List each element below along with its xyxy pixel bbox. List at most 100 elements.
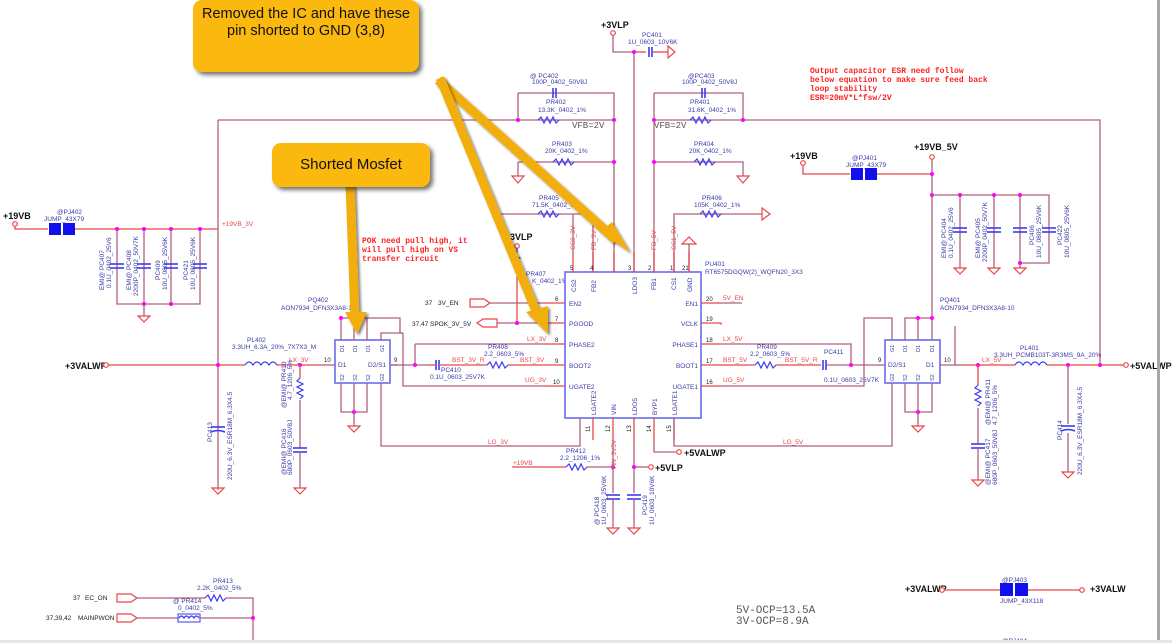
pin-num: 8 [555, 338, 559, 344]
net-lx-5v: LX_5V [723, 336, 743, 343]
pc417-val: 680P_0603_50V8J [992, 430, 999, 485]
net-bst-3v: BST_3V [520, 357, 545, 364]
output-5v: +5VALWP PL401 3.3UH_PCMB103T-3R3MS_9A_20… [955, 345, 1172, 487]
pin-name: PGOOD [569, 321, 594, 328]
esr-note: Output capacitor ESR need follow below e… [810, 67, 988, 103]
pr409-val: 2.2_0603_5% [750, 351, 790, 358]
pq401-val: AON7934_DFN3X3A8-10 [940, 305, 1015, 312]
offpage-connector-3v-en[interactable] [469, 298, 492, 308]
pj401-ref: @PJ401 [852, 155, 877, 162]
net-ref: 37 [425, 300, 433, 307]
pin-name: GND [687, 277, 694, 292]
pin-name: PHASE1 [672, 342, 698, 349]
net-vin: VIN_3V5V [611, 439, 618, 470]
callout-shorted-mosfet: Shorted Mosfet [272, 143, 430, 187]
pr410-ref: @EMI@ PR410 [281, 361, 288, 408]
pc401-val: 1U_0603_10V6K [628, 39, 678, 46]
net-ug-3v: UG_3V [525, 377, 547, 384]
net-ref: 37 [73, 595, 81, 602]
net-ref: 37,47 [412, 321, 429, 328]
offpage-connector-mainpwon[interactable] [116, 613, 139, 623]
rail-label-3valwp: +3VALWP [65, 361, 107, 371]
pin-name: S2 [366, 374, 372, 381]
pr402-ref: PR402 [546, 99, 566, 106]
ocp-note: 5V-OCP=13.5A 3V-OCP=8.9A [736, 605, 816, 628]
rail-label-19vb: +19VB [3, 211, 31, 221]
rail-label-3vlp-mid: 3VLP [510, 232, 533, 242]
mosfet-body[interactable] [334, 339, 391, 384]
pr401-val: 31.6K_0402_1% [688, 107, 736, 114]
mosfet-pq402: PQ402 AON7934_DFN3X3A8-10 D1 D2/S1 10 9 … [281, 297, 581, 447]
pl402-ref: PL402 [247, 337, 266, 344]
rail-label-19vb: +19VB [790, 151, 818, 161]
pin-name: S2 [916, 374, 922, 381]
pq402-ref: PQ402 [308, 297, 329, 304]
pr414-ref: @ PR414 [173, 598, 202, 605]
scrollbar[interactable] [1157, 0, 1160, 643]
pc416-ref: @EMI@ PC416 [281, 428, 288, 475]
pc422-val: 10U_0805_25V6K [1064, 204, 1071, 258]
offpage-connector-ec-on[interactable] [116, 593, 139, 603]
ic-body[interactable] [564, 271, 702, 419]
pr409-ref: PR409 [757, 344, 777, 351]
rail-label-3vlp: +3VLP [601, 20, 629, 30]
pc410-val: 0.1U_0603_25V7K [430, 374, 486, 381]
rail-port[interactable] [1079, 587, 1085, 593]
annotation-arrows [345, 76, 630, 334]
rail-port[interactable] [648, 464, 654, 470]
rail-port[interactable] [103, 362, 109, 368]
rail-port[interactable] [514, 243, 520, 249]
rail-port[interactable] [939, 587, 945, 593]
pin-name: D1 [353, 345, 359, 352]
rail-port[interactable] [800, 160, 806, 166]
pin-num: 10 [324, 358, 331, 364]
net-19vb-3v: +19VB_3V [222, 221, 254, 228]
pc401-ref: PC401 [642, 32, 662, 39]
pc409-ref: PC409 [155, 260, 162, 280]
pin-name: CS1 [671, 277, 678, 290]
net-lx-5v: LX_5V [982, 357, 1002, 364]
pc414-val: 220U_6.3V_ESR18M_6.3X4.5 [1077, 386, 1084, 475]
rail-port[interactable] [12, 221, 18, 227]
pj403-val: JUMP_43X118 [1000, 598, 1044, 605]
pin-num: 3 [628, 266, 632, 272]
rail-label-5valwp: +5VALWP [684, 448, 726, 458]
pq402-val: AON7934_DFN3X3A8-10 [281, 305, 356, 312]
pr407-ref: PR407 [526, 271, 546, 278]
arrow-to-mosfet [345, 184, 367, 334]
pc406-val: 10U_0805_25V6K [1036, 204, 1043, 258]
pin-name: S2 [353, 374, 359, 381]
pin-name: D1 [340, 345, 346, 352]
boot-network-3v: LX_3V BST_3V_R BST_3V PR408 2.2_0603_5% … [390, 333, 547, 387]
pc416-val: 680P_0603_50V8J [287, 420, 294, 475]
rail-port[interactable] [1123, 362, 1129, 368]
pc408-ref: EMI@ PC408 [126, 250, 133, 290]
pin-num: 21 [682, 266, 689, 272]
net-ec-on: EC_ON [85, 595, 108, 602]
rail-port[interactable] [929, 154, 935, 160]
input-19vb-3v: +19VB @PJ402 JUMP_43X79 +19VB_3V EMI@ PC… [3, 209, 254, 323]
pin-name: VCLK [681, 321, 699, 328]
pr403-ref: PR403 [552, 141, 572, 148]
pc408-val: 2200P_0402_50V7K [133, 235, 140, 296]
pc413-ref: PC413 [207, 422, 214, 442]
pin-num: 9 [555, 359, 559, 365]
ic-ref: PU401 [705, 261, 725, 268]
pin-name: G1 [890, 345, 896, 352]
pin-name: FB2 [591, 280, 598, 292]
pr412-ref: PR412 [566, 448, 586, 455]
ec-on-network: 37 EC_ON PR413 2.2K_0402_5% 37,39,42 MAI… [46, 578, 255, 643]
pr408-val: 2.2_0603_5% [484, 351, 524, 358]
pin-num: 20 [706, 297, 713, 303]
pc410-ref: PC410 [441, 367, 461, 374]
rail-port[interactable] [676, 449, 682, 455]
input-19vb-5v: +19VB @PJ401 JUMP_43X79 +19VB_5V EMI@ PC… [790, 142, 1071, 275]
pc418-val: 1U_0603_25V6K [601, 475, 608, 525]
pc421-val: 10U_0805_25V6K [190, 236, 197, 290]
pr407-val: K_0402_1% [532, 278, 568, 285]
pin-name: EN2 [569, 301, 582, 308]
rail-port[interactable] [610, 30, 616, 36]
pc403-val: 100P_0402_50V8J [682, 79, 737, 86]
mosfet-body[interactable] [884, 339, 941, 384]
offpage-connector-spok[interactable] [475, 318, 498, 328]
